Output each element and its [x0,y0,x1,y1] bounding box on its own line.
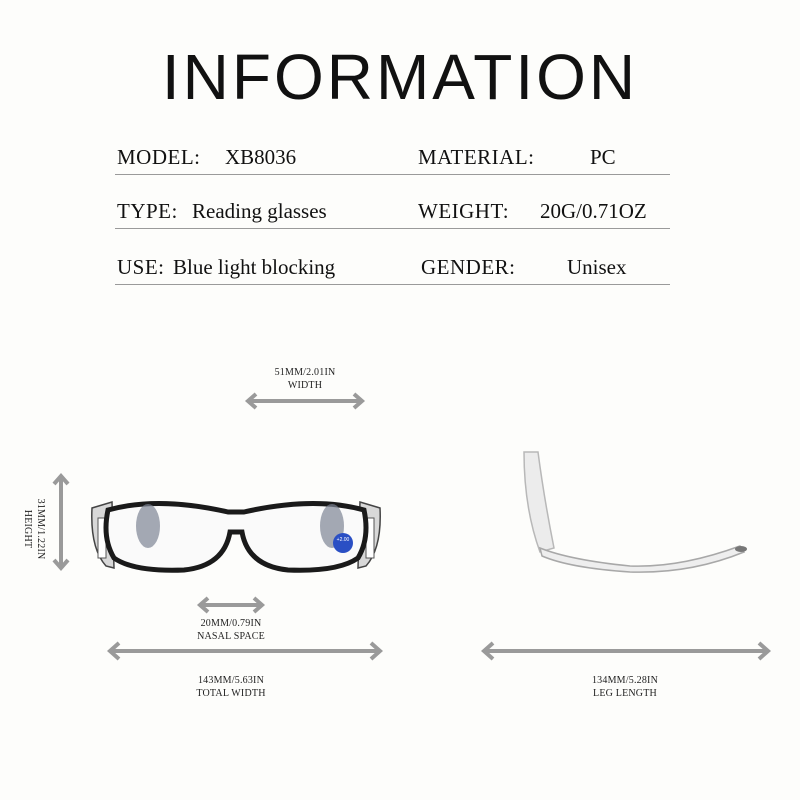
nasal-value: 20MM/0.79IN [200,618,262,629]
total-value: 143MM/5.63IN [197,675,264,686]
height-dimension-label: 31MM/1.22IN HEIGHT [21,479,47,579]
spec-row: TYPE: Reading glasses WEIGHT: 20G/0.71OZ [115,198,670,229]
spec-label: MODEL: [117,145,201,169]
lens-badge-icon [333,533,353,553]
spec-value: PC [590,145,616,169]
width-value: 51MM/2.01IN [274,367,336,378]
total-width-arrow-icon [106,641,384,661]
spec-value: Blue light blocking [173,255,336,279]
spec-row: USE: Blue light blocking GENDER: Unisex [115,254,670,285]
spec-label: TYPE: [117,199,178,223]
width-dimension-label: 51MM/2.01IN WIDTH [240,366,370,392]
lens-badge-text: +2.00 [337,537,350,543]
leg-length-dimension-label: 134MM/5.28IN LEG LENGTH [565,674,685,700]
leg-label: LEG LENGTH [593,688,657,699]
page-title: INFORMATION [161,41,639,113]
spec-label: WEIGHT: [418,199,510,223]
spec-value: Reading glasses [192,199,327,223]
spec-label: MATERIAL: [418,145,535,169]
spec-value: Unisex [567,255,627,279]
spec-value: 20G/0.71OZ [540,199,647,223]
height-label: HEIGHT [22,509,33,549]
spec-value: XB8036 [225,145,297,169]
glasses-side-image [523,451,747,573]
spec-label: USE: [117,255,165,279]
spec-row: MODEL: XB8036 MATERIAL: PC [115,144,670,175]
nasal-arrow-icon [196,596,266,614]
glasses-front-image: +2.00 [91,501,381,573]
nasal-label: NASAL SPACE [197,631,265,642]
leg-length-arrow-icon [480,641,772,661]
total-width-dimension-label: 143MM/5.63IN TOTAL WIDTH [171,674,291,700]
spec-label: GENDER: [421,255,516,279]
nasal-dimension-label: 20MM/0.79IN NASAL SPACE [171,617,291,643]
height-arrow-icon [52,472,70,572]
leg-value: 134MM/5.28IN [591,675,658,686]
total-label: TOTAL WIDTH [196,688,266,699]
width-label: WIDTH [287,380,323,391]
width-arrow-icon [244,392,366,410]
height-value: 31MM/1.22IN [35,498,46,560]
